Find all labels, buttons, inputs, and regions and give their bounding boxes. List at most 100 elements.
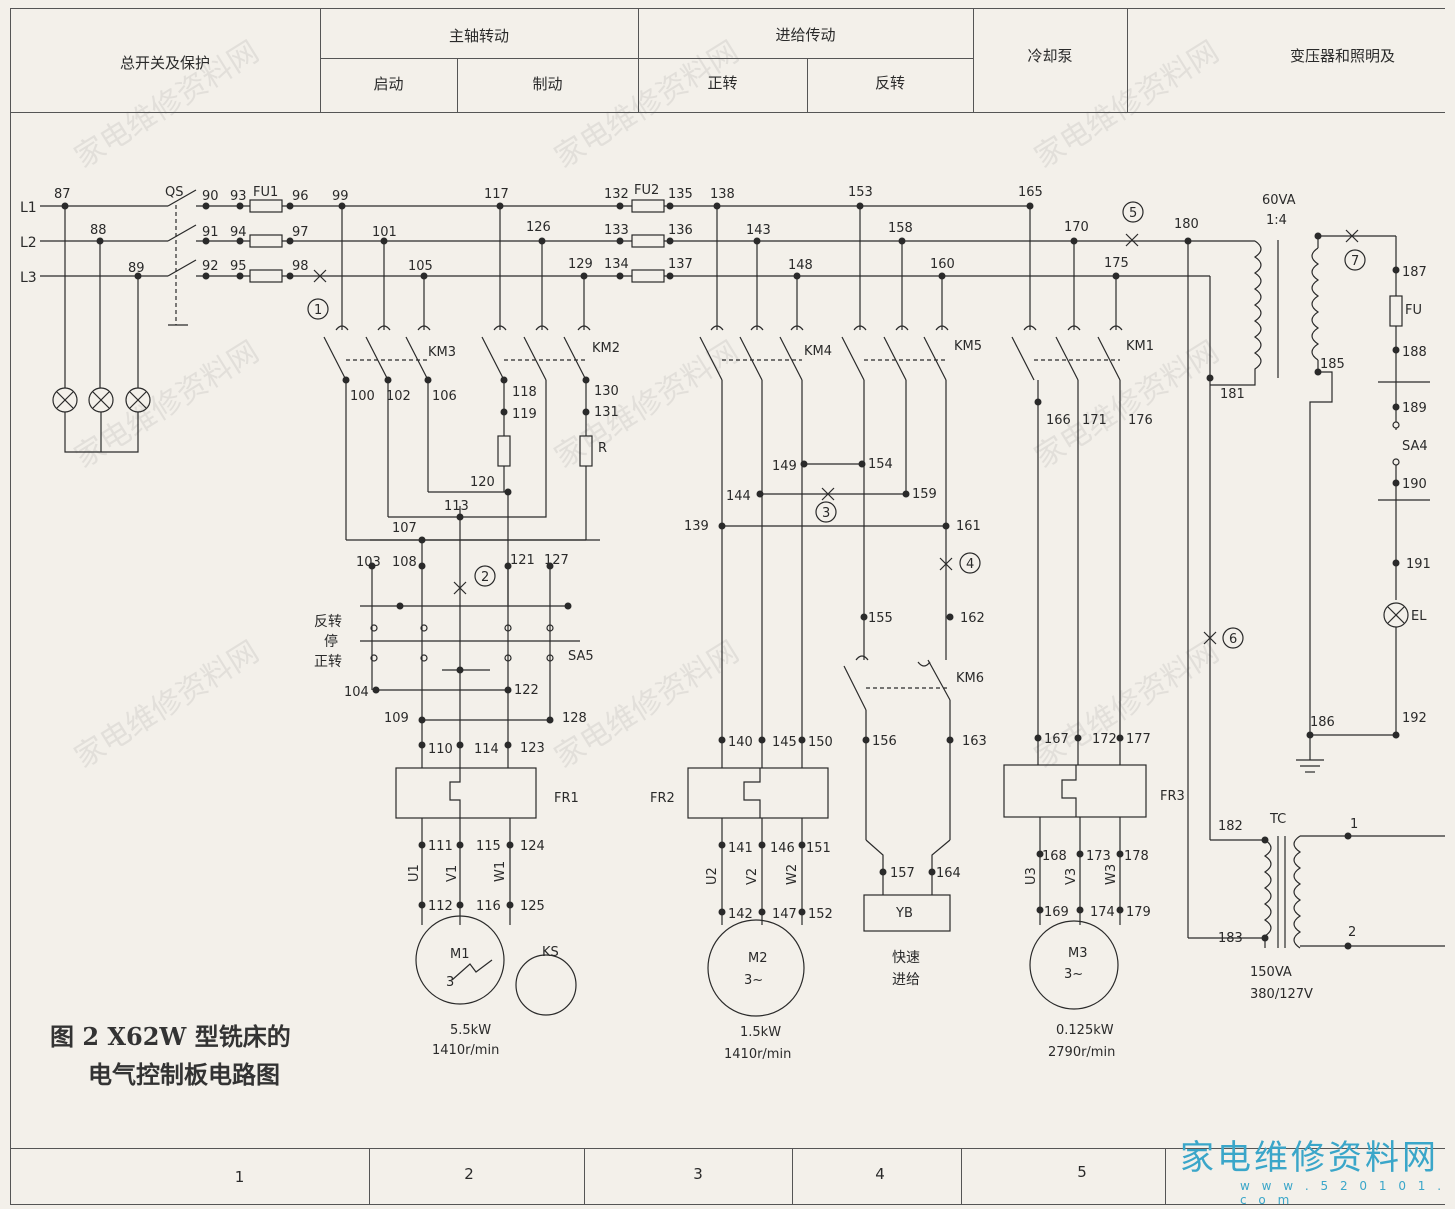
- node-numbers: 87 88 89 90 91 92 93 94 95 96 97 98 99 1…: [54, 185, 1431, 946]
- node-label: 89: [128, 261, 145, 276]
- m2-power: 1.5kW: [740, 1025, 781, 1040]
- el-label: EL: [1411, 609, 1427, 624]
- node-label: 148: [788, 258, 813, 273]
- tc-rating: 150VA: [1250, 965, 1292, 980]
- node-label: 132: [604, 187, 629, 202]
- node-label: 155: [868, 611, 893, 626]
- node-label: 183: [1218, 931, 1243, 946]
- sa5-label: SA5: [568, 649, 594, 664]
- frame-sep: [369, 1148, 370, 1204]
- node-label: 163: [962, 734, 987, 749]
- m3-name: M3: [1068, 946, 1088, 961]
- footer-col-5: 5: [1077, 1163, 1087, 1181]
- node-label: 187: [1402, 265, 1427, 280]
- node-label: 173: [1086, 849, 1111, 864]
- line-label-l2: L2: [20, 235, 37, 251]
- sa5-reverse-label: 反转: [314, 614, 342, 630]
- node-label: 151: [806, 841, 831, 856]
- frame-sep: [973, 8, 974, 112]
- fault-mark-7: 7: [1351, 254, 1359, 269]
- node-label: 110: [428, 742, 453, 757]
- node-label: 153: [848, 185, 873, 200]
- node-label: 125: [520, 899, 545, 914]
- m3-phase: 3~: [1064, 967, 1083, 982]
- node-label: 185: [1320, 357, 1345, 372]
- tc-voltage: 380/127V: [1250, 987, 1313, 1002]
- transformer-circuit: [1187, 235, 1445, 949]
- m2-u-label: U2: [705, 867, 720, 885]
- km6-label: KM6: [956, 671, 984, 686]
- fast-feed-line-2: 进给: [892, 972, 920, 988]
- node-label: 90: [202, 189, 219, 204]
- header-coolant: 冷却泵: [1027, 47, 1073, 65]
- node-label: 122: [514, 683, 539, 698]
- line-label-l1: L1: [20, 200, 37, 216]
- fr3-label: FR3: [1160, 789, 1185, 804]
- junction-dots: [61, 202, 1400, 950]
- tc-terminal-1: 1: [1350, 817, 1358, 832]
- node-label: 119: [512, 407, 537, 422]
- node-label: 167: [1044, 732, 1069, 747]
- node-label: 140: [728, 735, 753, 750]
- km2-label: KM2: [592, 341, 620, 356]
- footer-col-2: 2: [464, 1165, 474, 1183]
- node-label: 178: [1124, 849, 1149, 864]
- m1-phase: 3: [446, 975, 454, 990]
- node-label: 115: [476, 839, 501, 854]
- line-label-l3: L3: [20, 270, 37, 286]
- open-contacts: [1392, 421, 1400, 466]
- node-label: 180: [1174, 217, 1199, 232]
- fu-label: FU: [1405, 303, 1422, 318]
- fault-mark-6: 6: [1229, 632, 1237, 647]
- frame-sep: [1127, 8, 1128, 112]
- fault-mark-4: 4: [966, 557, 974, 572]
- node-label: 137: [668, 257, 693, 272]
- node-label: 157: [890, 866, 915, 881]
- footer-col-4: 4: [875, 1165, 885, 1183]
- node-label: 177: [1126, 732, 1151, 747]
- node-label: 143: [746, 223, 771, 238]
- m2-name: M2: [748, 951, 768, 966]
- node-label: 168: [1042, 849, 1067, 864]
- fault-mark-3: 3: [822, 506, 830, 521]
- frame-sep: [457, 58, 458, 112]
- fault-mark-2: 2: [481, 570, 489, 585]
- node-label: 181: [1220, 387, 1245, 402]
- node-label: 156: [872, 734, 897, 749]
- node-label: 146: [770, 841, 795, 856]
- node-label: 129: [568, 257, 593, 272]
- node-label: 142: [728, 907, 753, 922]
- node-label: 92: [202, 259, 219, 274]
- node-label: 145: [772, 735, 797, 750]
- footer-col-3: 3: [693, 1165, 703, 1183]
- node-label: 136: [668, 223, 693, 238]
- m1-power: 5.5kW: [450, 1023, 491, 1038]
- node-label: 141: [728, 841, 753, 856]
- node-label: 149: [772, 459, 797, 474]
- node-label: 117: [484, 187, 509, 202]
- m3-v-label: V3: [1064, 868, 1079, 885]
- m3-power: 0.125kW: [1056, 1023, 1114, 1038]
- node-label: 102: [386, 389, 411, 404]
- node-label: 101: [372, 225, 397, 240]
- header-start: 启动: [373, 75, 404, 93]
- node-label: 159: [912, 487, 937, 502]
- node-label: 131: [594, 405, 619, 420]
- node-label: 171: [1082, 413, 1107, 428]
- node-label: 150: [808, 735, 833, 750]
- node-label: 162: [960, 611, 985, 626]
- node-label: 109: [384, 711, 409, 726]
- ks-label: KS: [542, 945, 559, 960]
- header-reverse: 反转: [874, 74, 905, 92]
- fault-mark-5: 5: [1129, 206, 1137, 221]
- frame-sep: [1165, 1148, 1166, 1204]
- resistor-label: R: [598, 441, 607, 456]
- node-label: 138: [710, 187, 735, 202]
- sa5-stop-label: 停: [324, 633, 338, 650]
- node-label: 172: [1092, 732, 1117, 747]
- footer-col-1: 1: [234, 1168, 245, 1186]
- km4-label: KM4: [804, 344, 832, 359]
- m1-v-label: V1: [445, 865, 460, 882]
- node-label: 190: [1402, 477, 1427, 492]
